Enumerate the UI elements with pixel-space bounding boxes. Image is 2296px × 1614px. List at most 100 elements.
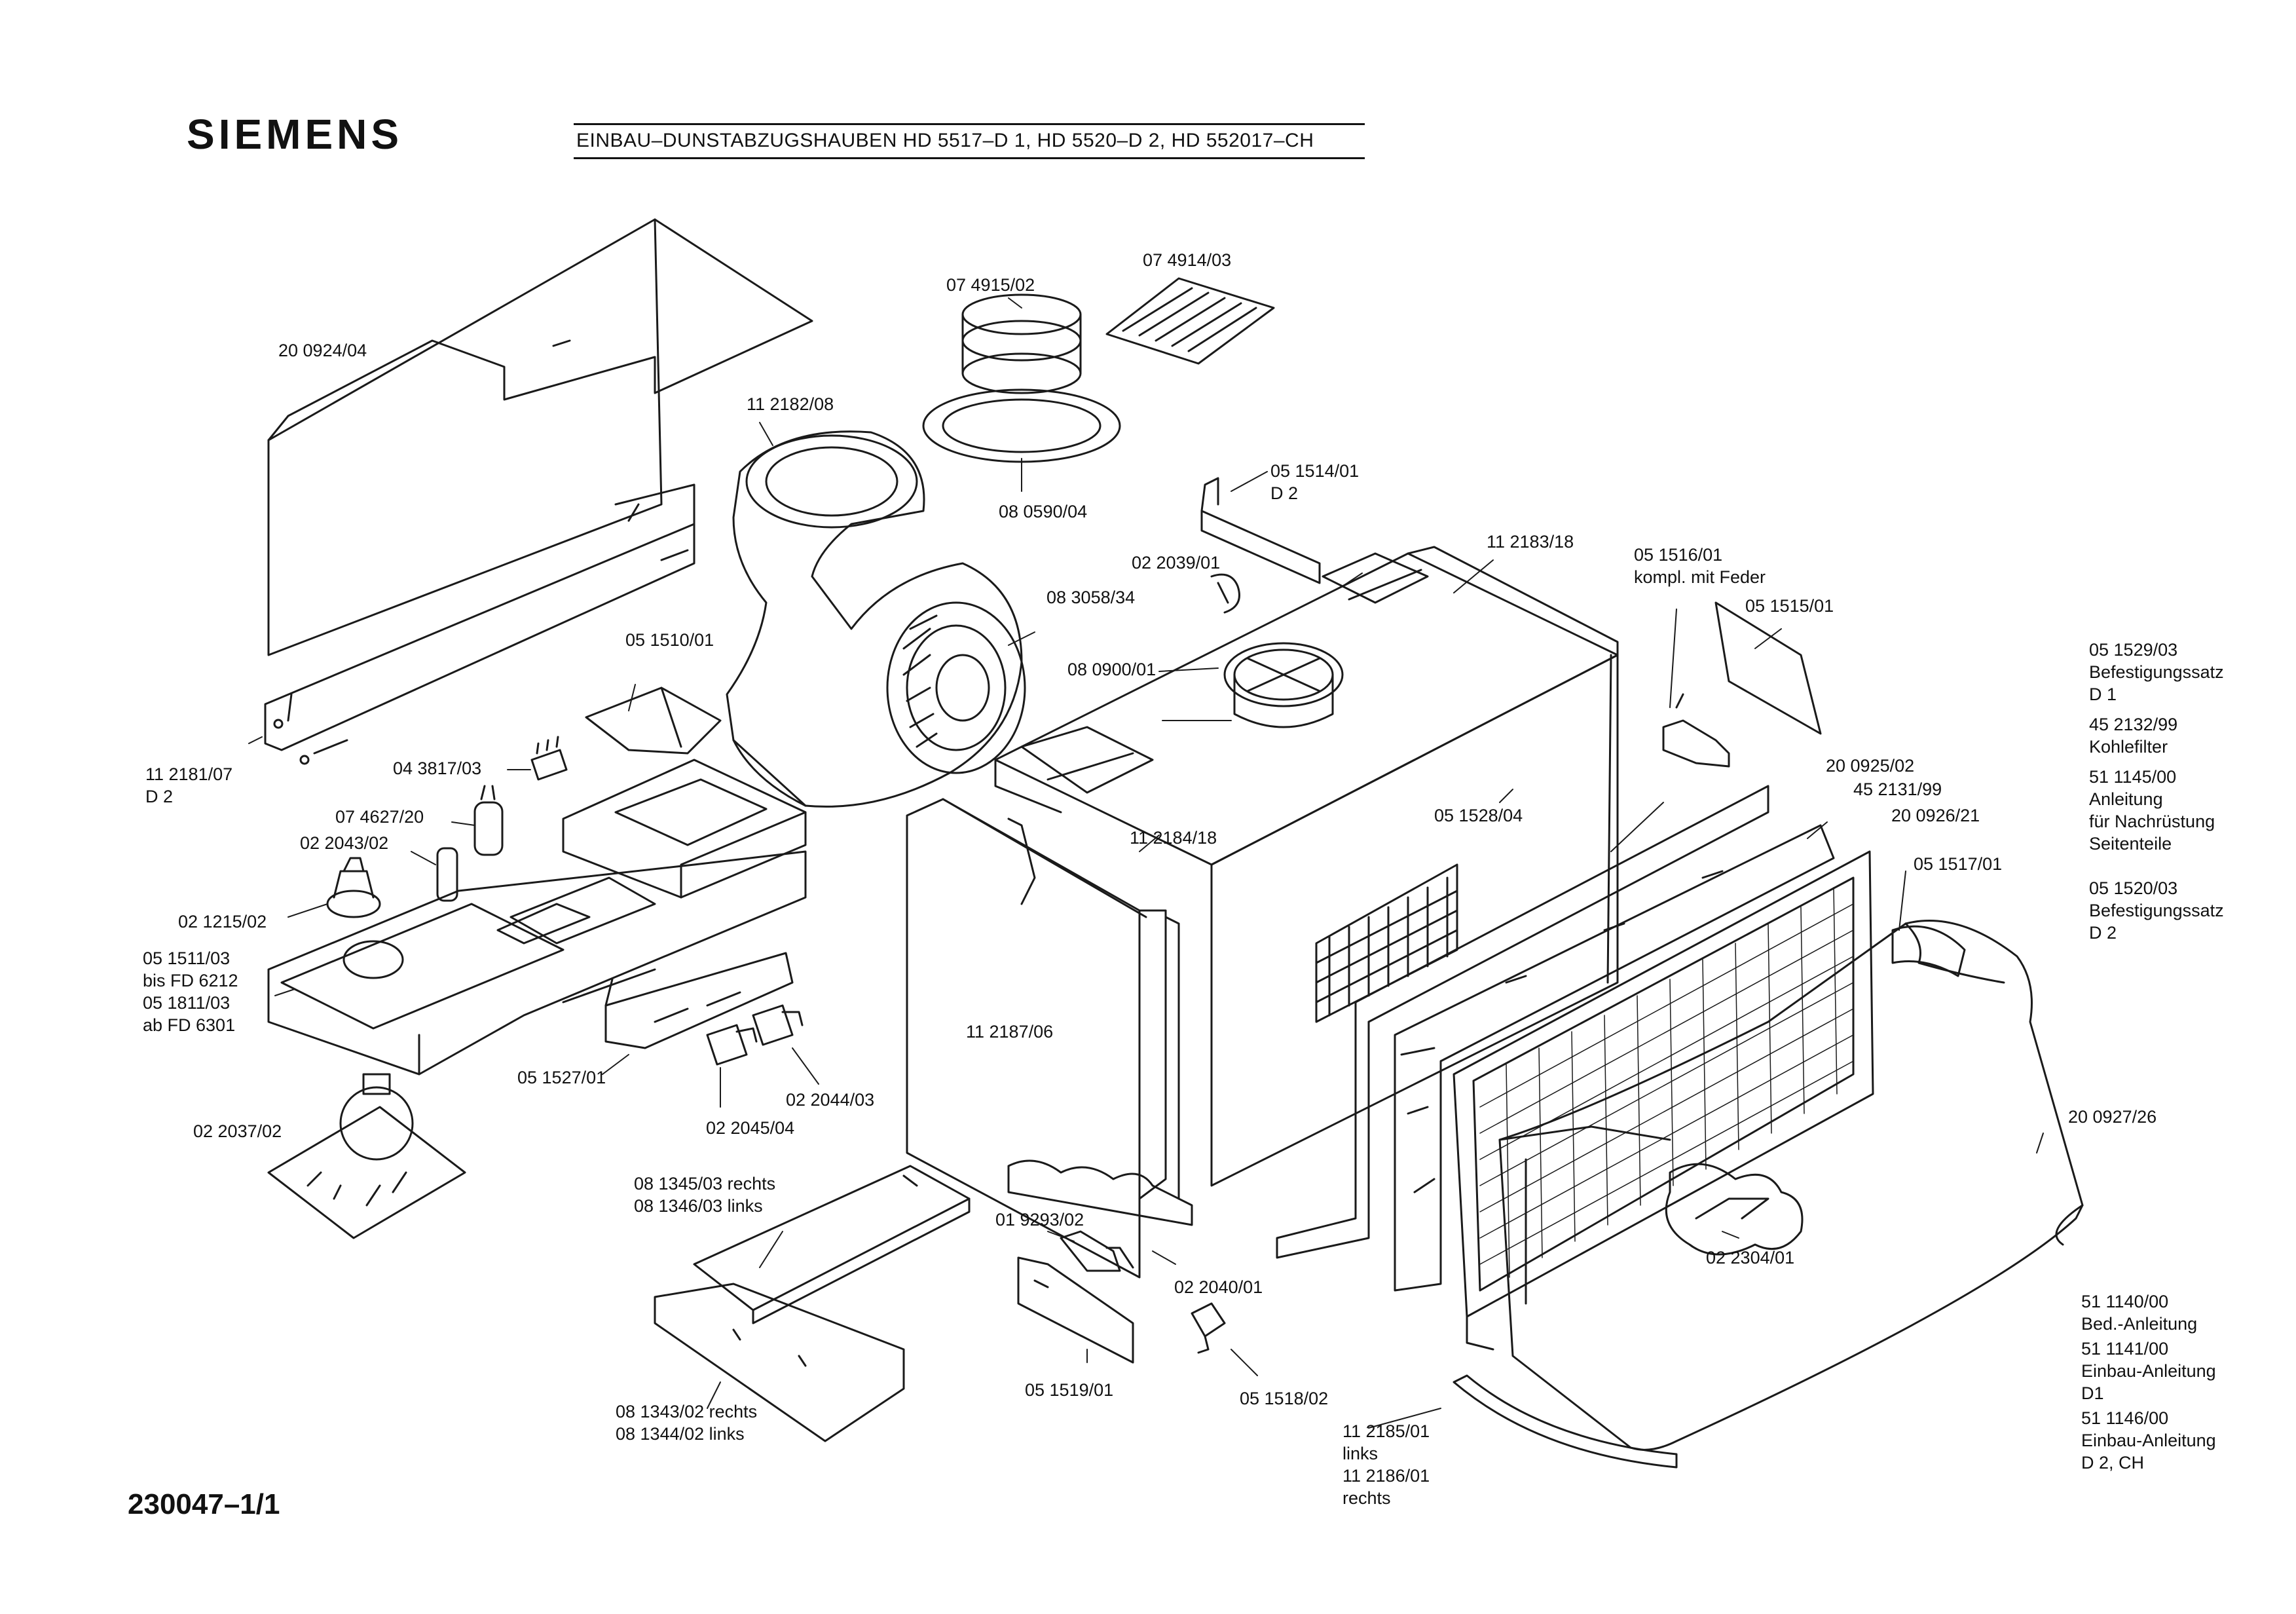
filter-grid-part: [1454, 852, 1873, 1349]
label-081345-group: 08 1345/03 rechts 08 1346/03 links: [634, 1173, 775, 1217]
cover-plate-part: [268, 219, 812, 655]
docs-line: D1: [2081, 1383, 2104, 1403]
clamp-part: [1192, 1304, 1225, 1353]
label-112185-note: links: [1342, 1444, 1379, 1463]
label-051510: 05 1510/01: [625, 630, 714, 650]
side-kit-item: 05 1529/03 Befestigungssatz D 1: [2089, 639, 2224, 705]
label-021215: 02 1215/02: [178, 912, 267, 931]
label-051811-number: 05 1811/03: [143, 993, 231, 1013]
fuse-holder-part: [437, 848, 457, 901]
docs-item: 51 1140/00 Bed.-Anleitung: [2081, 1290, 2216, 1335]
front-rail-part: [694, 1166, 969, 1323]
label-083058: 08 3058/34: [1046, 588, 1136, 607]
title-rule-bottom: [574, 157, 1365, 159]
label-022039: 02 2039/01: [1132, 553, 1221, 572]
side-kit-line: für Nachrüstung: [2089, 812, 2215, 831]
push-switch-left: [707, 1025, 756, 1064]
label-112181: 11 2181/07 D 2: [145, 763, 232, 808]
docs-line: Einbau-Anleitung: [2081, 1361, 2216, 1381]
label-074914: 07 4914/03: [1143, 250, 1232, 270]
label-051516-note: kompl. mit Feder: [1634, 567, 1766, 587]
leader-lines: [249, 298, 2043, 1428]
label-022043: 02 2043/02: [300, 833, 389, 853]
label-051516: 05 1516/01 kompl. mit Feder: [1634, 544, 1766, 588]
label-051528: 05 1528/04: [1434, 806, 1523, 825]
label-051517: 05 1517/01: [1914, 854, 2003, 874]
mounting-bracket-d2: [1202, 478, 1320, 583]
docs-item: 51 1141/00 Einbau-Anleitung D1: [2081, 1338, 2216, 1404]
label-074627: 07 4627/20: [335, 807, 424, 827]
label-051511-note: bis FD 6212: [143, 971, 238, 990]
carbon-filter-part: [1395, 825, 1834, 1290]
document-number: 230047–1/1: [128, 1488, 280, 1520]
side-kit-number: 05 1529/03: [2089, 640, 2178, 660]
brand-logo: SIEMENS: [187, 111, 403, 158]
outlet-collar-part: [923, 295, 1120, 462]
switch-panel-part: [606, 953, 792, 1048]
capacitor-part: [475, 786, 502, 855]
canopy-part: [1500, 921, 2083, 1450]
housing-cutaway: [1009, 1161, 1192, 1225]
lower-chassis-tray: [268, 852, 805, 1074]
label-200924: 20 0924/04: [278, 341, 367, 360]
side-kit-line: D 2: [2089, 923, 2117, 943]
label-051514-variant: D 2: [1270, 483, 1299, 503]
label-112183: 11 2183/18: [1487, 532, 1574, 552]
terminal-connector-part: [532, 737, 566, 779]
label-022044: 02 2044/03: [786, 1090, 875, 1110]
label-112186-note: rechts: [1342, 1488, 1391, 1508]
clip-part: [1212, 574, 1240, 612]
docs-line: Bed.-Anleitung: [2081, 1314, 2198, 1334]
side-rail-part: [265, 485, 694, 764]
label-200926: 20 0926/21: [1891, 806, 1980, 825]
label-051511-group: 05 1511/03 bis FD 6212 05 1811/03 ab FD …: [143, 947, 238, 1036]
blower-housing-part: [727, 432, 1025, 807]
side-kit-line: Befestigungssatz: [2089, 901, 2224, 920]
label-112181-variant: D 2: [145, 787, 174, 806]
label-112186-number: 11 2186/01: [1342, 1466, 1430, 1486]
label-080900: 08 0900/01: [1067, 660, 1157, 679]
label-112187: 11 2187/06: [966, 1022, 1054, 1042]
docs-number: 51 1140/00: [2081, 1292, 2169, 1311]
label-452131: 45 2131/99: [1853, 779, 1942, 799]
side-kit-line: Seitenteile: [2089, 834, 2172, 854]
lamp-with-glass-part: [268, 1074, 465, 1238]
label-022037: 02 2037/02: [193, 1121, 282, 1141]
label-112182: 11 2182/08: [747, 394, 834, 414]
label-051514: 05 1514/01 D 2: [1270, 460, 1359, 504]
label-081343-group: 08 1343/02 rechts 08 1344/02 links: [616, 1400, 757, 1445]
grille-cover-part: [1107, 278, 1274, 364]
side-kit-item: 51 1145/00 Anleitung für Nachrüstung Sei…: [2089, 766, 2224, 855]
docs-number: 51 1141/00: [2081, 1339, 2169, 1359]
side-kit-number: 51 1145/00: [2089, 767, 2177, 787]
label-043817: 04 3817/03: [393, 759, 482, 778]
label-200927: 20 0927/26: [2068, 1107, 2157, 1127]
label-074915: 07 4915/02: [946, 275, 1035, 295]
side-plate-part: [1716, 603, 1821, 734]
docs-number: 51 1146/00: [2081, 1408, 2169, 1428]
motor-base-tray: [563, 760, 805, 897]
label-051515: 05 1515/01: [1745, 596, 1834, 616]
docs-line: D 2, CH: [2081, 1453, 2145, 1473]
side-kit-number: 45 2132/99: [2089, 715, 2178, 734]
label-081346: 08 1346/03 links: [634, 1196, 763, 1216]
side-kit-line: D 1: [2089, 685, 2117, 704]
label-022045: 02 2045/04: [706, 1118, 795, 1138]
corner-piece-part: [1893, 926, 1965, 976]
grease-filter-mesh: [1316, 865, 1457, 1022]
side-kit-line: Kohlefilter: [2089, 737, 2168, 757]
spring-latch-part: [1663, 694, 1729, 766]
docs-item: 51 1146/00 Einbau-Anleitung D 2, CH: [2081, 1407, 2216, 1474]
side-kit-line: Befestigungssatz: [2089, 662, 2224, 682]
label-022304: 02 2304/01: [1706, 1248, 1795, 1267]
front-panel-part: [907, 799, 1179, 1277]
side-kit-item: 45 2132/99 Kohlefilter: [2089, 713, 2224, 758]
label-200925: 20 0925/02: [1826, 756, 1915, 776]
docs-list: 51 1140/00 Bed.-Anleitung 51 1141/00 Ein…: [2081, 1290, 2216, 1474]
label-081344: 08 1344/02 links: [616, 1424, 745, 1444]
holder-part: [1061, 1231, 1133, 1271]
side-trim-part: [1454, 1376, 1676, 1467]
side-kit-list: 05 1529/03 Befestigungssatz D 1 45 2132/…: [2089, 639, 2224, 944]
